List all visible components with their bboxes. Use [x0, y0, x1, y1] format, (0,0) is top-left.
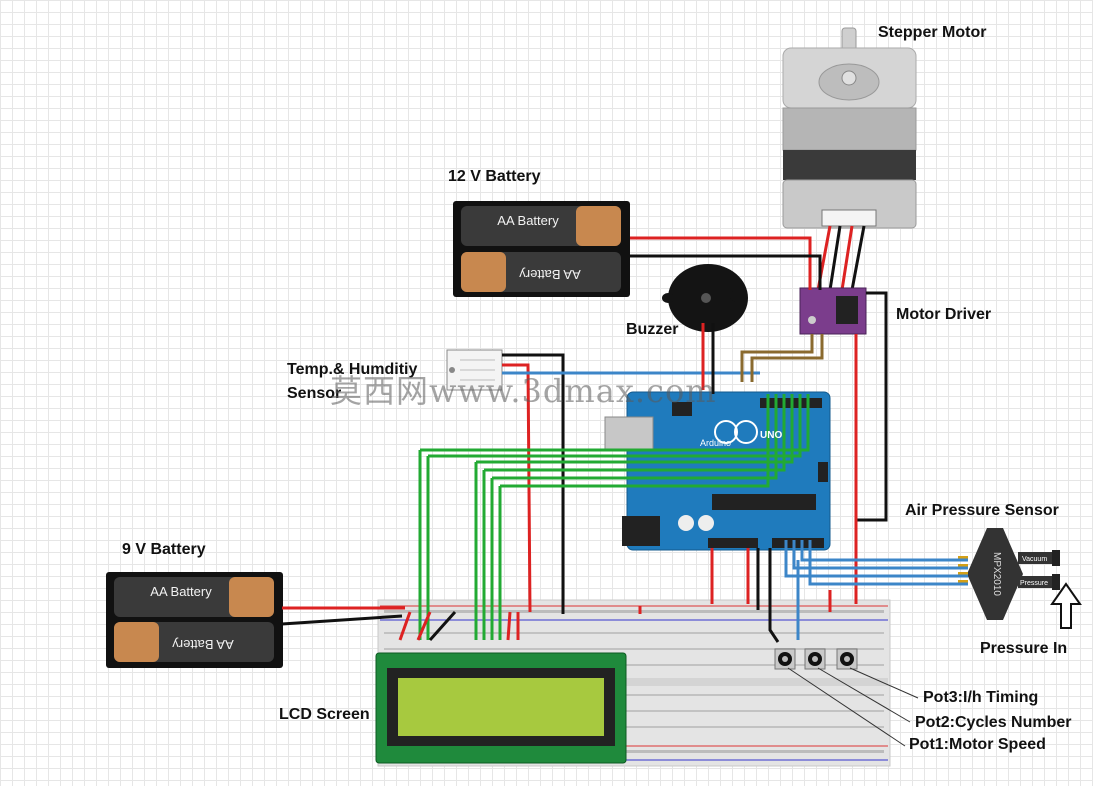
battery-12v-top-label: AA Battery — [497, 213, 559, 228]
air-pressure-sensor — [958, 528, 1060, 620]
potentiometer-2 — [804, 648, 826, 670]
watermark: 莫西网www.3dmax.com — [330, 372, 717, 410]
motor-driver-label: Motor Driver — [896, 306, 992, 323]
pot-leader-lines — [787, 667, 919, 747]
temp-sensor-label-line1: Temp.& Humditiy — [287, 361, 418, 378]
pot2-label: Pot2:Cycles Number — [915, 714, 1072, 731]
sensor-chip-text: MPX2010 — [991, 552, 1002, 596]
battery-9v-bottom-label: AA Battery — [172, 637, 234, 652]
air-pressure-sensor-label: Air Pressure Sensor — [905, 502, 1059, 519]
lcd-screen-label: LCD Screen — [279, 706, 370, 723]
arduino-brand-text: Arduino — [700, 438, 731, 448]
battery-12v — [453, 201, 630, 297]
battery-9v-top-label: AA Battery — [150, 584, 212, 599]
temp-humidity-sensor — [446, 349, 503, 391]
lcd-module — [375, 652, 627, 764]
battery-9v-label: 9 V Battery — [122, 541, 206, 558]
buzzer-label: Buzzer — [626, 321, 679, 338]
battery-9v — [106, 572, 283, 668]
sensor-pressure-text: Pressure — [1020, 580, 1048, 587]
stepper-motor — [782, 27, 917, 229]
potentiometer-1 — [774, 648, 796, 670]
stepper-motor-label: Stepper Motor — [878, 24, 987, 41]
buzzer — [662, 264, 748, 332]
battery-12v-bottom-label: AA Battery — [519, 267, 581, 282]
pot3-label: Pot3:I/h Timing — [923, 689, 1039, 706]
potentiometer-3 — [836, 648, 858, 670]
arduino-uno-text: UNO — [760, 430, 782, 441]
temp-sensor-label-line2: Sensor — [287, 385, 342, 402]
pressure-in-label: Pressure In — [980, 640, 1068, 657]
battery-12v-label: 12 V Battery — [448, 168, 541, 185]
pot1-label: Pot1:Motor Speed — [909, 736, 1046, 753]
stepper-wires — [816, 225, 866, 291]
sensor-vacuum-text: Vacuum — [1022, 556, 1047, 563]
pressure-in-arrow — [1050, 582, 1082, 629]
wires — [281, 236, 968, 643]
motor-driver — [799, 287, 867, 335]
